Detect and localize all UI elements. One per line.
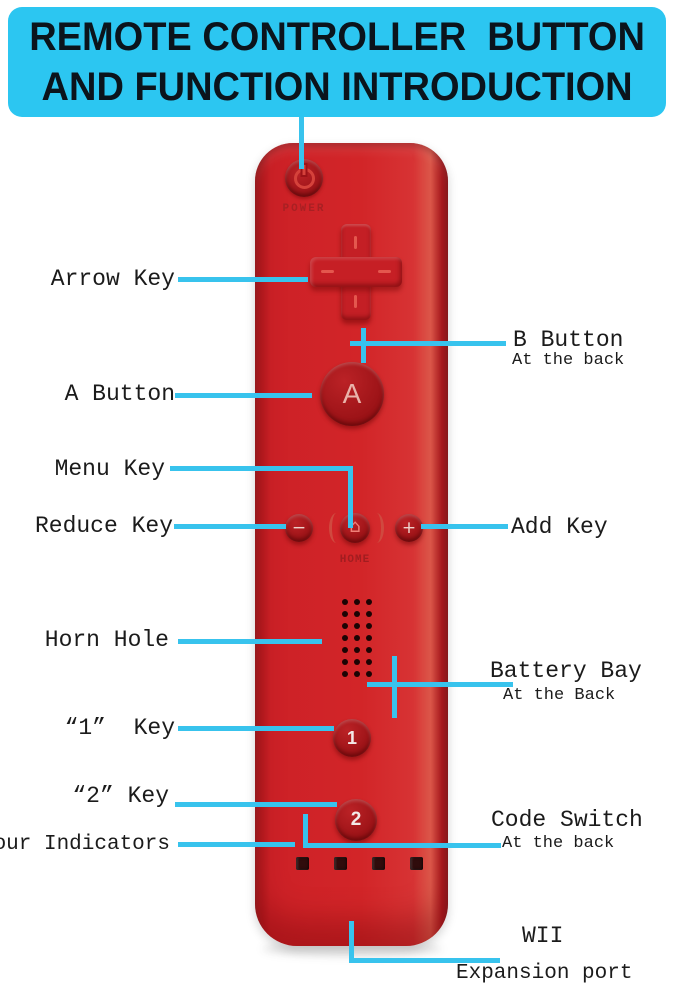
- a-button-leader-line: [175, 393, 312, 398]
- arrow-key-leader-line: [178, 277, 308, 282]
- horn-hole-label: Horn Hole: [44, 627, 169, 653]
- speaker-hole: [342, 647, 348, 653]
- two-button: 2: [335, 799, 377, 841]
- two-key-leader-line: [175, 802, 337, 807]
- wii-label: WII: [522, 923, 564, 949]
- speaker-hole: [354, 659, 360, 665]
- expansion-port-leader-line-h: [349, 958, 500, 963]
- b-button-marker: [361, 328, 366, 363]
- power-button: [285, 159, 323, 197]
- one-key-label: “1” Key: [64, 715, 175, 741]
- title-line-1: REMOTE CONTROLLER BUTTON: [29, 15, 645, 59]
- battery-bay-marker: [392, 656, 397, 718]
- speaker-hole: [366, 635, 372, 641]
- d-pad: [310, 224, 402, 320]
- code-switch-sub: At the back: [502, 834, 615, 853]
- add-key-leader-line: [421, 524, 508, 529]
- speaker-hole: [366, 647, 372, 653]
- a-button: A: [320, 362, 384, 426]
- arrow-key-label: Arrow Key: [50, 266, 175, 292]
- add-key-label: Add Key: [511, 514, 608, 540]
- title-line-2: AND FUNCTION INTRODUCTION: [41, 65, 633, 109]
- speaker-hole: [342, 623, 348, 629]
- four-indicators-label: our Indicators: [0, 833, 170, 856]
- speaker-hole: [366, 671, 372, 677]
- home-button: ⌂: [340, 513, 370, 543]
- horn-hole-leader-line: [178, 639, 322, 644]
- code-switch-leader-line-h: [303, 843, 501, 848]
- two-key-label: “2” Key: [72, 783, 169, 809]
- title-banner: REMOTE CONTROLLER BUTTON AND FUNCTION IN…: [8, 7, 666, 117]
- speaker-hole: [342, 659, 348, 665]
- reduce-key-leader-line: [174, 524, 286, 529]
- menu-key-leader-line-v: [348, 466, 353, 528]
- home-shine-left: [329, 513, 344, 543]
- b-button-leader-line: [350, 341, 506, 346]
- a-button-label: A Button: [64, 381, 175, 407]
- d-pad-up-mark: [354, 236, 357, 249]
- speaker-hole: [354, 647, 360, 653]
- code-switch-leader-line-v: [303, 814, 308, 848]
- plus-icon: +: [401, 517, 417, 538]
- player-led: [410, 857, 423, 870]
- speaker-hole: [342, 599, 348, 605]
- d-pad-right-mark: [378, 270, 391, 273]
- speaker-hole: [366, 611, 372, 617]
- expansion-port-label: Expansion port: [456, 962, 633, 985]
- speaker-hole: [354, 635, 360, 641]
- home-shine-right: [369, 513, 384, 543]
- reduce-key-label: Reduce Key: [34, 513, 173, 539]
- player-led: [372, 857, 385, 870]
- speaker-grid: [339, 596, 375, 680]
- minus-icon: −: [291, 517, 307, 538]
- speaker-hole: [342, 611, 348, 617]
- indicators-leader-line: [178, 842, 295, 847]
- battery-bay-label: Battery Bay: [490, 658, 642, 684]
- menu-key-label: Menu Key: [54, 456, 165, 482]
- menu-key-leader-line-h: [170, 466, 353, 471]
- one-key-leader-line: [178, 726, 334, 731]
- expansion-port-leader-line-v: [349, 921, 354, 963]
- player-led: [334, 857, 347, 870]
- banner-to-power-leader-line: [299, 117, 304, 169]
- speaker-hole: [354, 611, 360, 617]
- home-button-label: HOME: [339, 554, 371, 566]
- plus-button: +: [395, 514, 423, 542]
- b-button-callout-label: B Button: [513, 327, 624, 353]
- minus-button: −: [285, 514, 313, 542]
- speaker-hole: [354, 599, 360, 605]
- player-led: [296, 857, 309, 870]
- home-icon: ⌂: [349, 516, 361, 537]
- speaker-hole: [354, 671, 360, 677]
- remote-body: POWER A − ⌂ + HOME 1 2: [255, 143, 448, 946]
- d-pad-left-mark: [321, 270, 334, 273]
- code-switch-label: Code Switch: [491, 807, 643, 833]
- speaker-hole: [354, 623, 360, 629]
- d-pad-down-mark: [354, 295, 357, 308]
- speaker-hole: [366, 659, 372, 665]
- one-button: 1: [333, 719, 371, 757]
- player-indicators: [296, 857, 423, 870]
- power-button-label: POWER: [282, 203, 326, 215]
- power-icon: [293, 164, 315, 189]
- battery-bay-sub: At the Back: [503, 686, 616, 705]
- battery-bay-leader-line: [367, 682, 513, 687]
- speaker-hole: [366, 599, 372, 605]
- speaker-hole: [366, 623, 372, 629]
- b-button-callout-sub: At the back: [512, 351, 625, 370]
- speaker-hole: [342, 635, 348, 641]
- speaker-hole: [342, 671, 348, 677]
